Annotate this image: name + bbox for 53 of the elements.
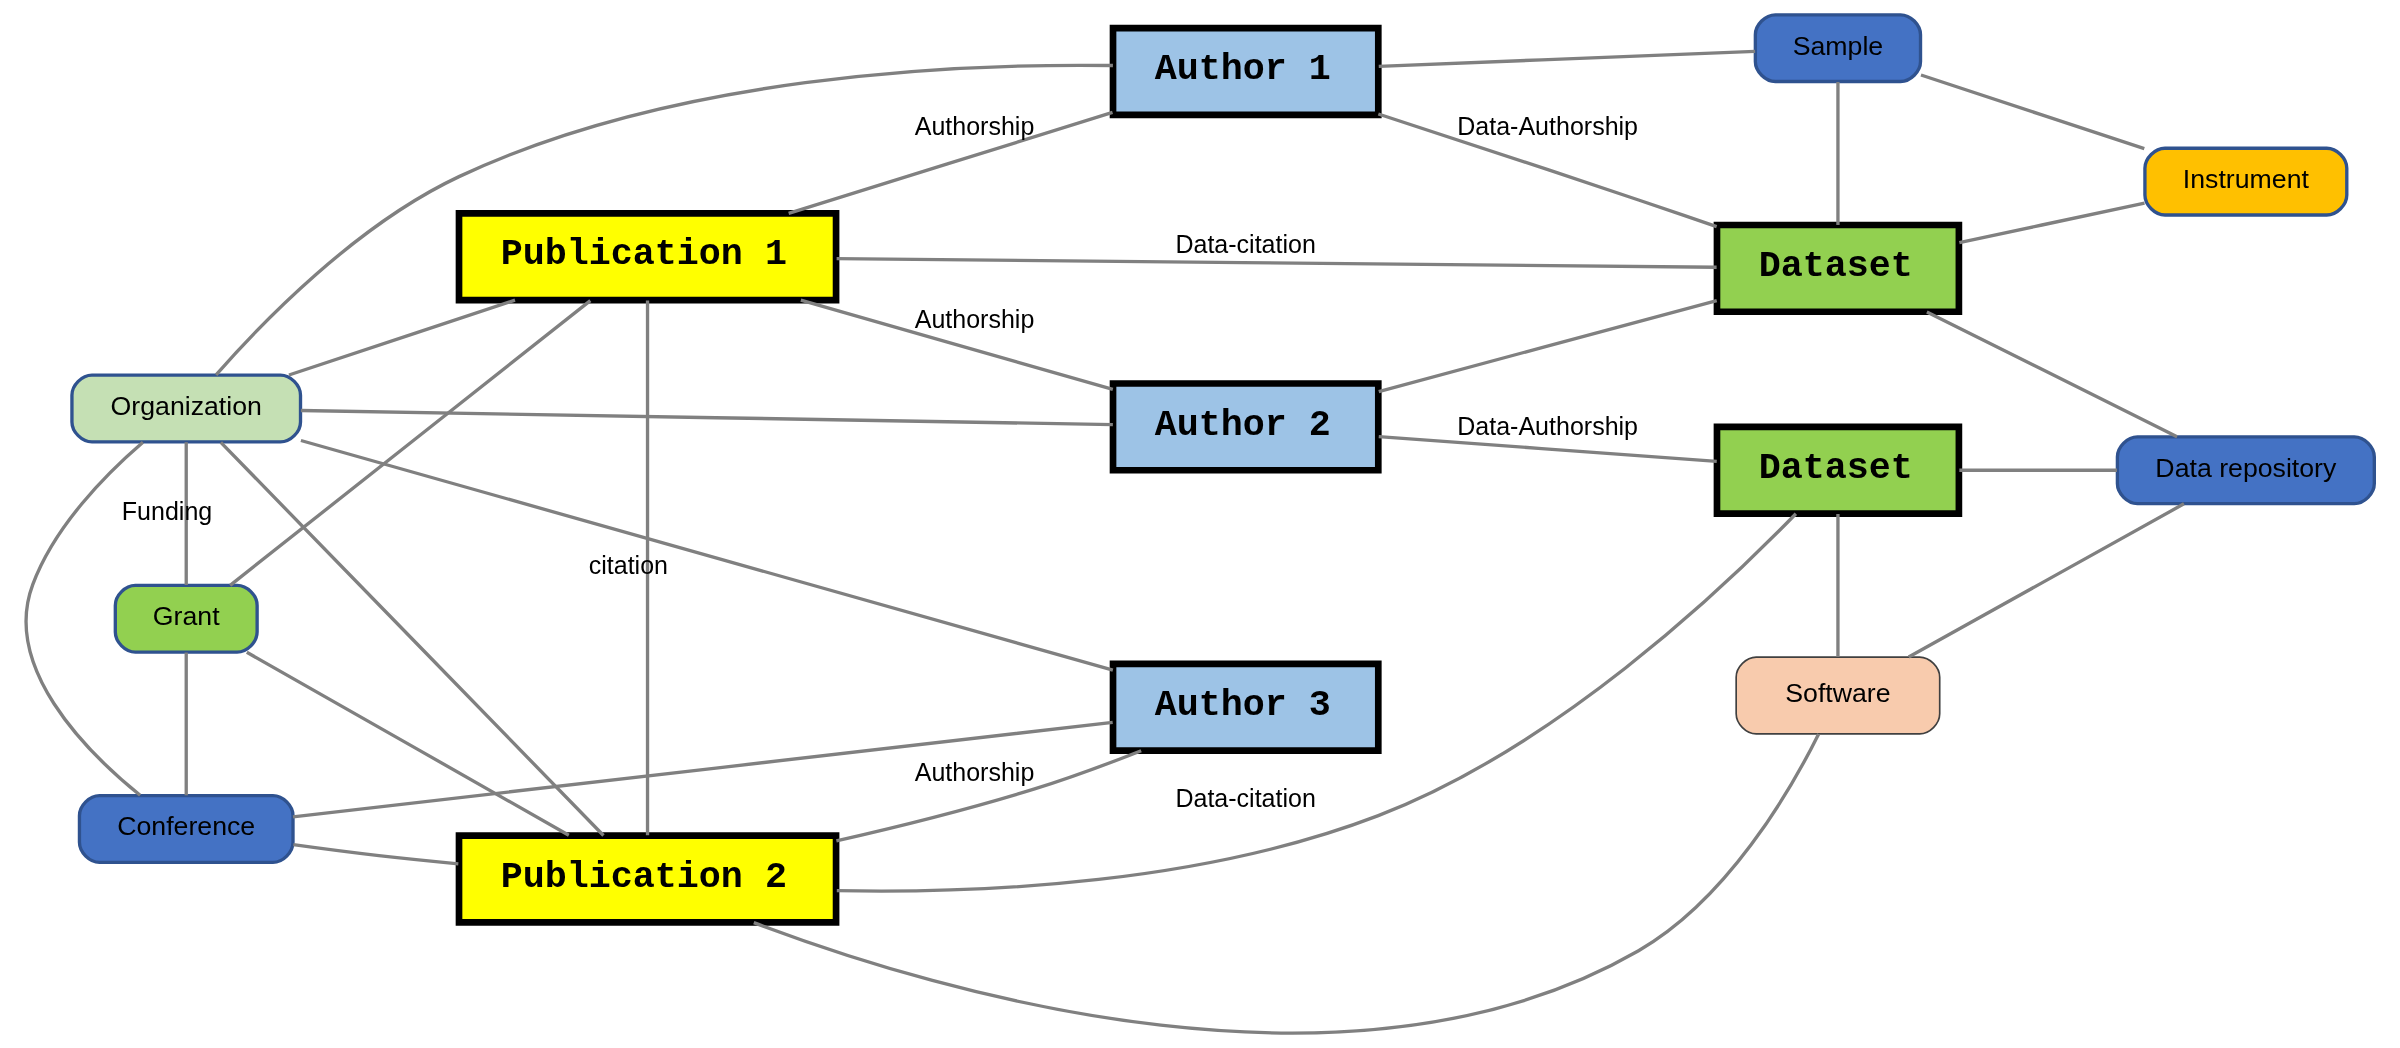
connector (645, 300, 650, 836)
connector (1378, 434, 1717, 464)
connector (753, 733, 1821, 1034)
edge-label: citation (588, 550, 668, 579)
node-box: Sample (1753, 13, 1923, 84)
node-box: Grant (113, 583, 259, 654)
connector (1836, 82, 1840, 225)
edge-label: Data-citation (1175, 784, 1316, 813)
node-box: Author 1 (1109, 24, 1382, 119)
connector (1920, 73, 2145, 151)
connector (184, 442, 188, 585)
connector (1377, 112, 1718, 229)
edge-label: Authorship (914, 757, 1035, 786)
node-box: Author 2 (1109, 380, 1382, 474)
connector (288, 298, 516, 377)
connector (836, 749, 1142, 843)
edge-label: Data-Authorship (1457, 111, 1639, 140)
node-box: Conference (77, 793, 295, 864)
connector (1378, 298, 1718, 394)
node-box: Data repository (2115, 435, 2376, 506)
node-box: Dataset (1713, 221, 1963, 316)
connector (836, 256, 1717, 269)
connector (1378, 49, 1756, 68)
connector (229, 299, 592, 587)
node-box: Organization (70, 373, 303, 444)
edge-label: Funding (121, 496, 213, 525)
node-box: Dataset (1713, 423, 1963, 517)
connector (1907, 502, 2185, 659)
connector (300, 408, 1113, 427)
edge-label: Data-Authorship (1457, 412, 1639, 441)
edge-label: Authorship (914, 305, 1035, 334)
connector (1959, 201, 2145, 245)
connector (292, 720, 1113, 819)
connector (1836, 514, 1840, 657)
edge-label: Authorship (914, 111, 1035, 140)
connector (1926, 310, 2178, 439)
connector (293, 843, 459, 866)
node-box: Software (1735, 656, 1941, 735)
edge-label: Data-citation (1175, 230, 1316, 259)
connector (184, 652, 188, 796)
node-box: Author 3 (1109, 660, 1382, 754)
connector (246, 650, 570, 837)
node-box: Publication 2 (455, 832, 840, 926)
connector (214, 63, 1113, 376)
connector (788, 110, 1114, 215)
connector (1959, 468, 2117, 472)
connector (300, 438, 1114, 672)
connector (24, 441, 145, 797)
connector (836, 512, 1798, 893)
node-box: Instrument (2143, 146, 2349, 217)
node-box: Publication 1 (455, 210, 840, 304)
connector (219, 441, 605, 837)
connector (800, 298, 1114, 391)
